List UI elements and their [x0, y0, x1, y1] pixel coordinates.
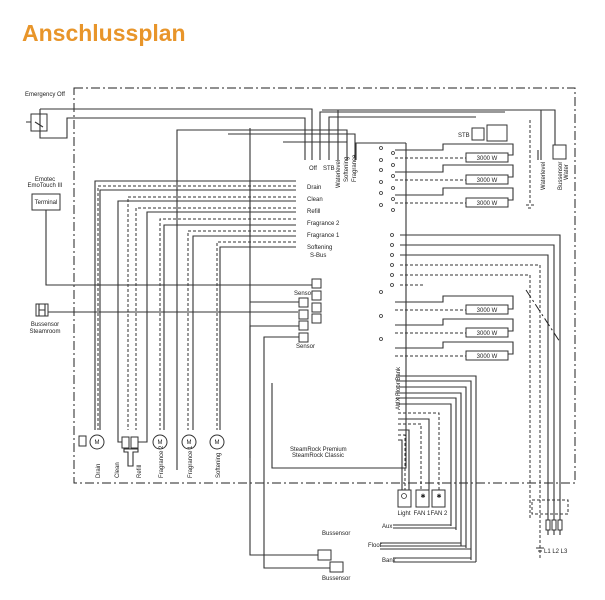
emotec-label: Emotec — [35, 177, 55, 183]
svg-text:M: M — [187, 440, 192, 446]
clean-valve-icon — [121, 436, 130, 449]
bussensor-icon-1 — [317, 549, 332, 561]
sensor-label-bottom: Sensor — [296, 344, 315, 350]
controller-outline — [271, 143, 407, 469]
svg-text:Floor: Floor — [368, 543, 382, 549]
sbus-label: S-Bus — [310, 253, 326, 259]
svg-text:Softening: Softening — [216, 453, 222, 478]
svg-text:Softening: Softening — [344, 157, 350, 182]
bussensor-water-label-2: Water — [564, 164, 570, 180]
bench-sensors: Aux Floor Bank — [368, 524, 476, 564]
svg-text:Clean: Clean — [115, 462, 121, 478]
svg-text:Fragrance: Fragrance — [352, 154, 358, 182]
left-terminals: Drain Clean Refill Fragrance 2 Fragrance… — [307, 185, 340, 251]
earth-icon — [536, 547, 544, 552]
svg-text:Refill: Refill — [307, 209, 320, 215]
svg-text:3000 W: 3000 W — [477, 354, 498, 360]
actuators: M M M M Drain Clean Refill Fragrance 2 F… — [78, 434, 225, 478]
svg-text:M: M — [95, 440, 100, 446]
mains-label: L1 L2 L3 — [544, 549, 568, 555]
fragrance2-motor-icon — [152, 434, 168, 450]
svg-text:Fragrance 2: Fragrance 2 — [159, 445, 165, 478]
emotouch-label: EmoTouch III — [27, 183, 62, 189]
bussensor-water-label: Bussensor — [558, 162, 564, 190]
emergency-switch-icon — [30, 113, 48, 132]
svg-text:FAN 1: FAN 1 — [414, 511, 431, 517]
bussensor-water-icon — [552, 144, 567, 160]
svg-text:M: M — [158, 440, 163, 446]
top-terminals: Off STB Waterlevel Softening Fragrance — [309, 154, 358, 188]
bus-connectors — [298, 278, 322, 343]
svg-text:Fragrance 1: Fragrance 1 — [307, 233, 340, 239]
bussensor-label-2: Bussensor — [322, 576, 350, 582]
stb-sensor-icon — [486, 124, 508, 142]
controller-model-classic: SteamRock Classic — [292, 453, 344, 459]
stb-label: STB — [458, 133, 470, 139]
terminal-label: Terminal — [35, 200, 58, 206]
svg-text:✱: ✱ — [420, 493, 425, 500]
main-switch-icon — [531, 499, 569, 515]
page-title: Anschlussplan — [22, 20, 186, 46]
aux-terminals-label: AUX Floor Bank — [396, 366, 402, 410]
fragrance1-motor-icon — [181, 434, 197, 450]
svg-text:STB: STB — [323, 166, 335, 172]
sensor-label-top: Sensor — [294, 291, 313, 297]
fan1-icon — [415, 489, 430, 508]
controller-model-premium: SteamRock Premium — [290, 447, 347, 453]
svg-text:FAN 2: FAN 2 — [431, 511, 448, 517]
svg-text:3000 W: 3000 W — [477, 331, 498, 337]
svg-text:Fragrance 2: Fragrance 2 — [307, 221, 340, 227]
svg-text:Light: Light — [397, 511, 410, 517]
bussensor-steamroom-label-2: Steamroom — [29, 329, 60, 335]
svg-text:Bank: Bank — [382, 558, 397, 564]
emergency-off-label: Emergency Off — [25, 92, 65, 98]
svg-text:Drain: Drain — [307, 185, 321, 191]
svg-text:✱: ✱ — [436, 493, 441, 500]
heaters: 3000 W 3000 W 3000 W 3000 W 3000 W 3000 … — [395, 143, 514, 361]
svg-text:3000 W: 3000 W — [477, 178, 498, 184]
outputs: ✱ ✱ Light FAN 1 FAN 2 — [397, 489, 448, 517]
bussensor-label-1: Bussensor — [322, 531, 350, 537]
terminal-dots — [379, 146, 395, 341]
switch-contact-icon — [26, 121, 44, 128]
svg-text:M: M — [215, 440, 220, 446]
svg-text:Refill: Refill — [137, 465, 143, 478]
svg-text:Softening: Softening — [307, 245, 332, 251]
bussensor-icon-2 — [329, 561, 344, 573]
softening-motor-icon — [209, 434, 225, 450]
svg-text:Drain: Drain — [96, 464, 102, 478]
drain-valve-icon — [78, 435, 87, 447]
refill-valve-icon — [130, 436, 139, 449]
fan2-icon — [431, 489, 446, 508]
svg-text:3000 W: 3000 W — [477, 308, 498, 314]
svg-text:3000 W: 3000 W — [477, 201, 498, 207]
svg-text:3000 W: 3000 W — [477, 156, 498, 162]
svg-text:Clean: Clean — [307, 197, 323, 203]
ground-icon — [526, 120, 534, 209]
waterlevel-label: Waterlevel — [541, 162, 547, 190]
drain-motor-icon — [89, 434, 105, 450]
stb-box — [471, 127, 485, 141]
svg-text:Fragrance 1: Fragrance 1 — [188, 445, 194, 478]
bussensor-steamroom-label: Bussensor — [31, 322, 59, 328]
svg-text:Waterlevel: Waterlevel — [336, 160, 342, 188]
svg-text:Aux: Aux — [382, 524, 392, 530]
svg-text:Off: Off — [309, 166, 317, 172]
